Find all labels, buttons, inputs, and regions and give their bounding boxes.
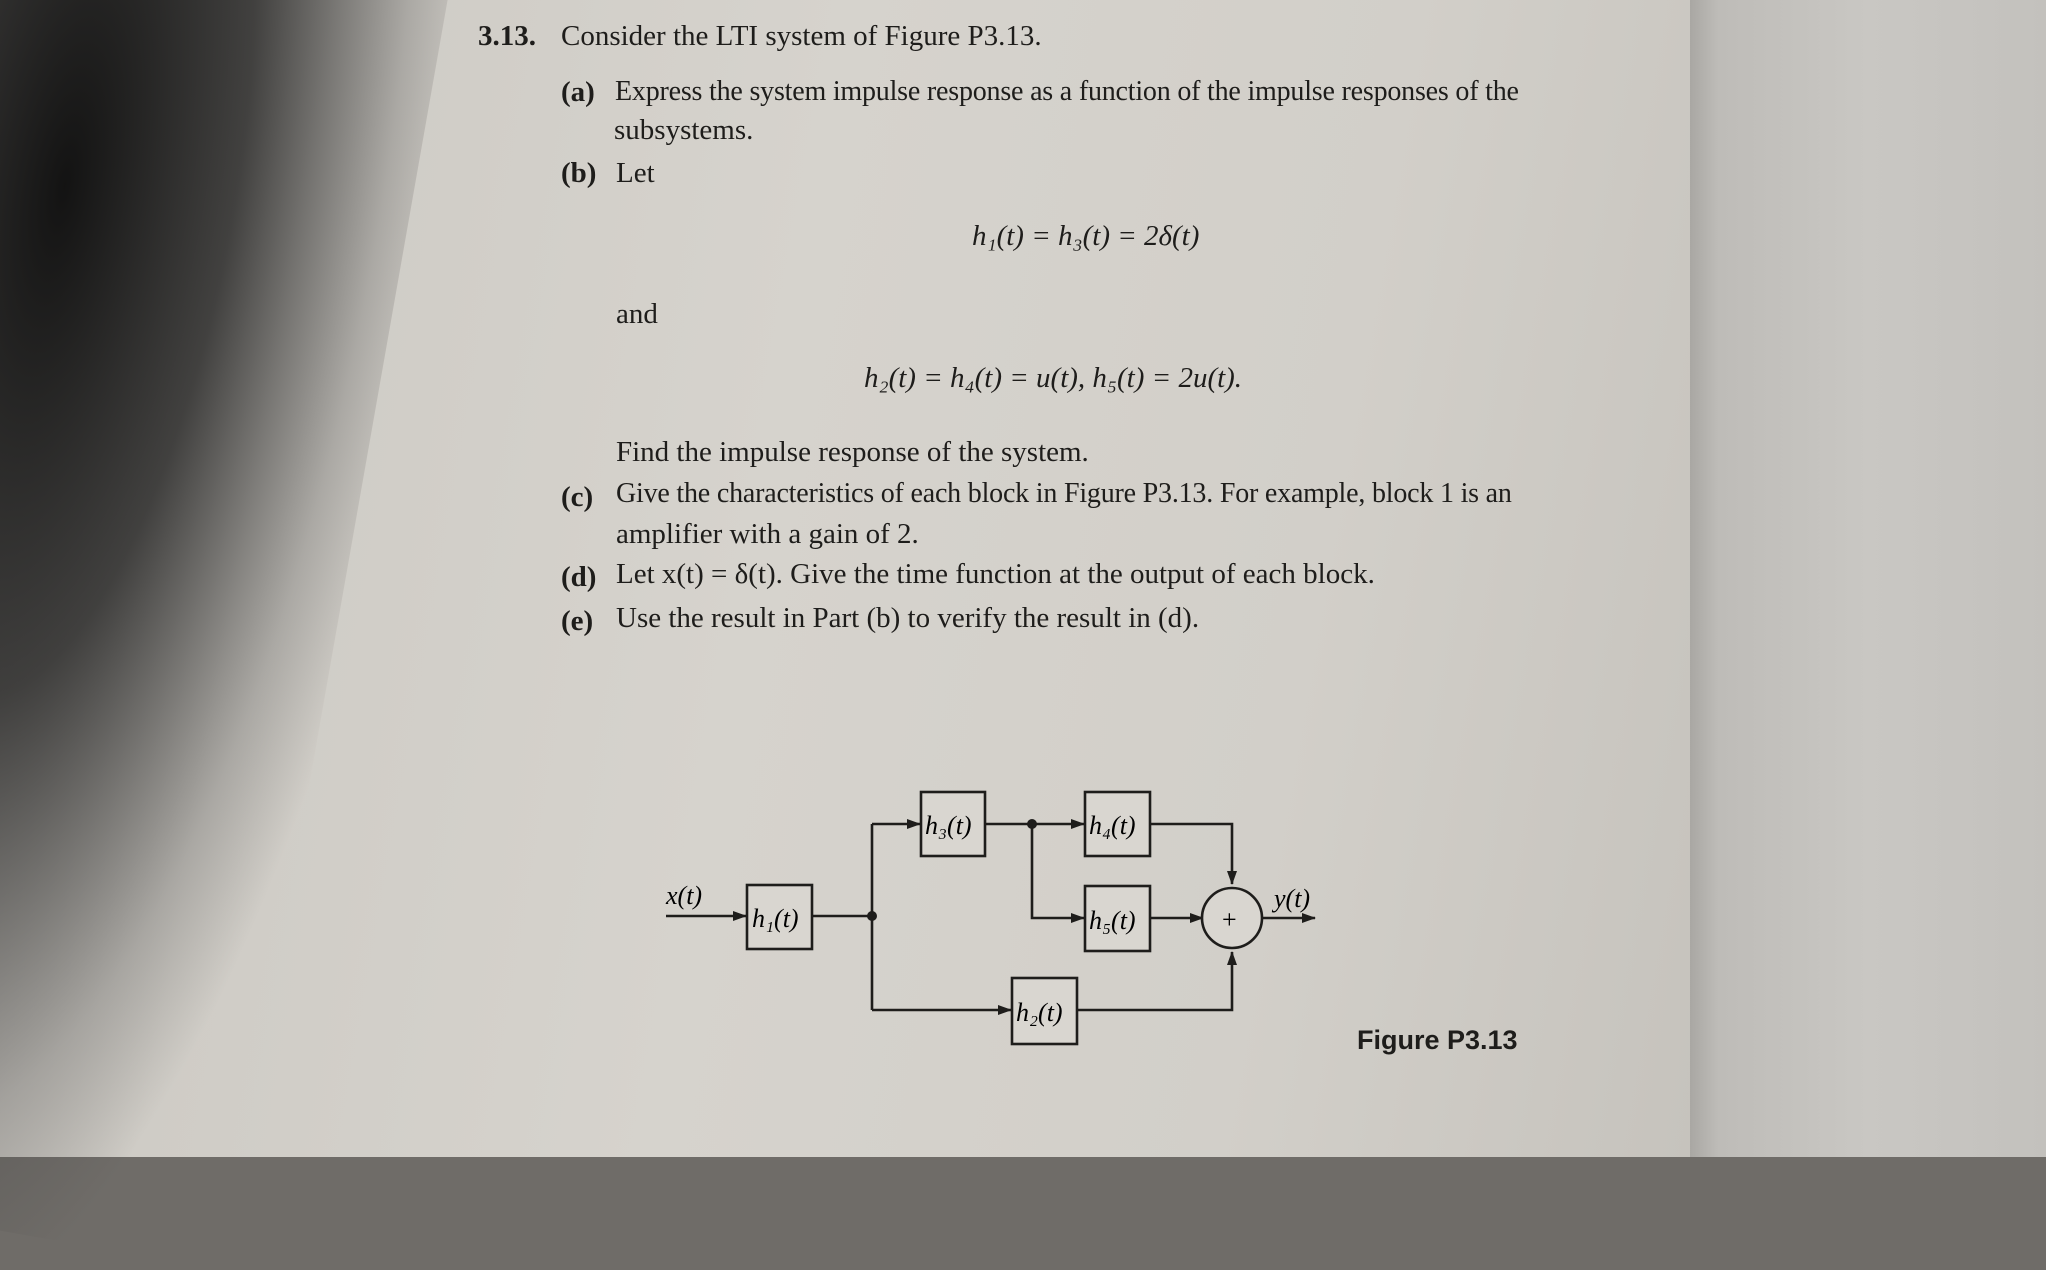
part-c-line2: amplifier with a gain of 2. xyxy=(616,518,919,550)
block-h2-label: h₂(t) xyxy=(1016,998,1063,1027)
block-h1-label: h₁(t) xyxy=(752,904,799,933)
h4-output-line xyxy=(1150,822,1237,885)
part-c-label: (c) xyxy=(561,481,594,513)
part-a-line2: subsystems. xyxy=(614,114,754,146)
block-h1 xyxy=(745,883,814,951)
block-diagram: h₁(t) h₃(t) h₄(t) h₅(t) h₂(t) + x(t) y(t… xyxy=(665,790,1316,1046)
block-h4 xyxy=(1083,790,1152,858)
junction-dot xyxy=(1027,819,1037,829)
block-h2 xyxy=(1010,976,1079,1046)
block-h3-label: h₃(t) xyxy=(925,811,972,840)
equation-h2-h4-h5: h₂(t) = h₄(t) = u(t), h₅(t) = 2u(t). xyxy=(864,362,1243,394)
figure-caption: Figure P3.13 xyxy=(1357,1025,1518,1055)
block-h5-label: h₅(t) xyxy=(1089,906,1136,935)
part-d-text: Let x(t) = δ(t). Give the time function … xyxy=(616,558,1375,590)
junction-dot xyxy=(867,911,877,921)
summer-plus-sign: + xyxy=(1222,905,1237,934)
part-b-intro: Let xyxy=(616,157,655,189)
problem-number: 3.13. xyxy=(478,20,536,52)
part-a-line1: Express the system impulse response as a… xyxy=(615,76,1519,107)
part-b-and: and xyxy=(616,298,658,330)
summing-junction xyxy=(1200,886,1264,950)
part-b-label: (b) xyxy=(561,157,597,189)
part-d-label: (d) xyxy=(561,561,597,593)
part-a-label: (a) xyxy=(561,76,595,108)
part-c-line1: Give the characteristics of each block i… xyxy=(616,478,1512,509)
output-label: y(t) xyxy=(1271,884,1310,913)
equation-h1-h3: h₁(t) = h₃(t) = 2δ(t) xyxy=(972,220,1200,252)
part-e-text: Use the result in Part (b) to verify the… xyxy=(616,602,1200,634)
block-h3 xyxy=(919,790,987,858)
input-label: x(t) xyxy=(665,881,702,910)
h5-input-line xyxy=(1030,824,1085,923)
block-h5 xyxy=(1083,884,1152,953)
facing-page xyxy=(1690,0,2046,1157)
h2-output-line xyxy=(1077,951,1237,1012)
part-b-find: Find the impulse response of the system. xyxy=(616,436,1089,468)
part-e-label: (e) xyxy=(561,605,594,637)
block-h4-label: h₄(t) xyxy=(1089,811,1136,840)
problem-title: Consider the LTI system of Figure P3.13. xyxy=(561,20,1042,52)
